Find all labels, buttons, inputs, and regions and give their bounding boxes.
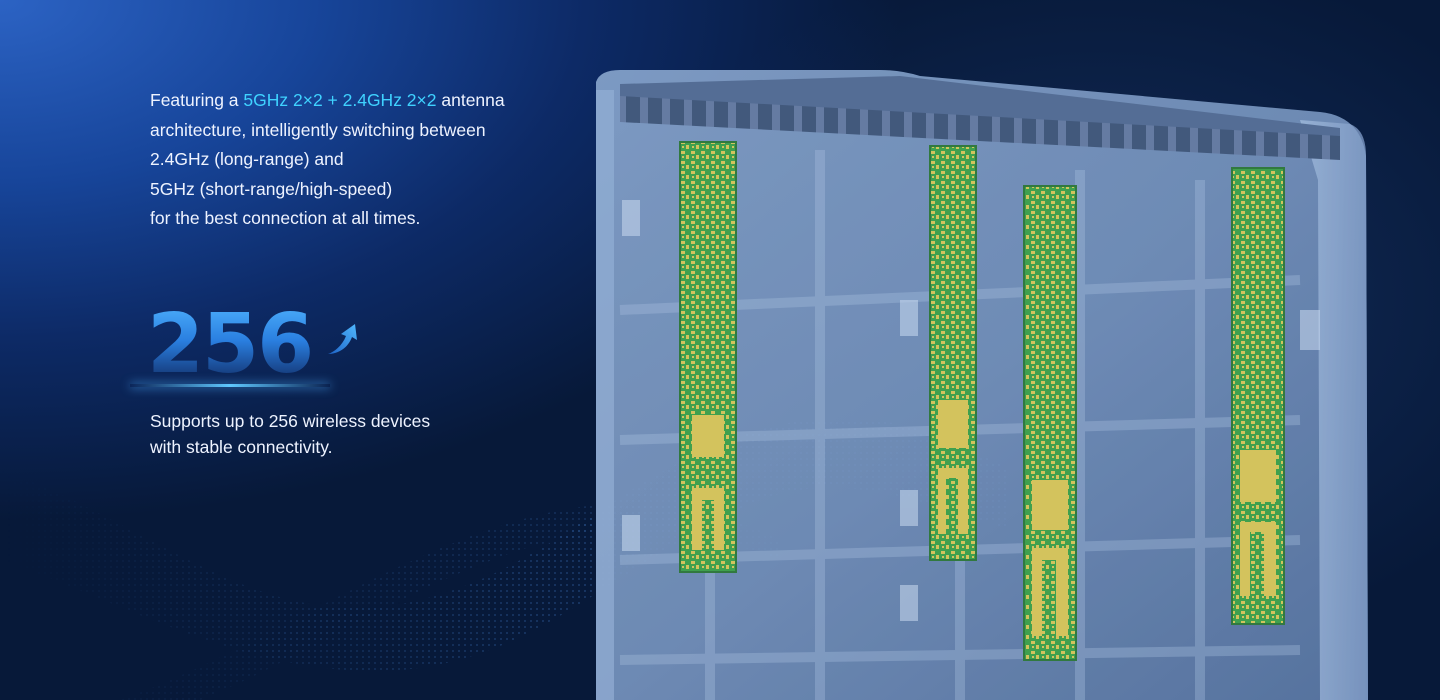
feature-line-3: 2.4GHz (long-range) and	[150, 149, 344, 169]
router-cutaway-image	[596, 70, 1368, 700]
feature-line-5: for the best connection at all times.	[150, 208, 421, 228]
feature-line-4: 5GHz (short-range/high-speed)	[150, 178, 393, 199]
feature-description: Featuring a 5GHz 2×2 + 2.4GHz 2×2 antenn…	[150, 86, 570, 234]
antenna-highlight: 5GHz 2×2 + 2.4GHz 2×2	[243, 90, 437, 110]
device-count-stat: 256	[130, 300, 430, 400]
device-support-text: Supports up to 256 wireless devices with…	[150, 408, 510, 460]
feature-line-1: Featuring a 5GHz 2×2 + 2.4GHz 2×2 antenn…	[150, 86, 570, 116]
support-line-1: Supports up to 256 wireless devices	[150, 411, 431, 431]
device-count-number: 256	[147, 297, 314, 392]
glow-divider	[130, 384, 330, 387]
up-arrow-icon	[328, 324, 357, 354]
support-line-2: with stable connectivity.	[150, 437, 333, 457]
feature-suffix: antenna	[436, 90, 505, 110]
feature-line-2: architecture, intelligently switching be…	[150, 119, 486, 140]
feature-prefix: Featuring a	[150, 90, 244, 110]
